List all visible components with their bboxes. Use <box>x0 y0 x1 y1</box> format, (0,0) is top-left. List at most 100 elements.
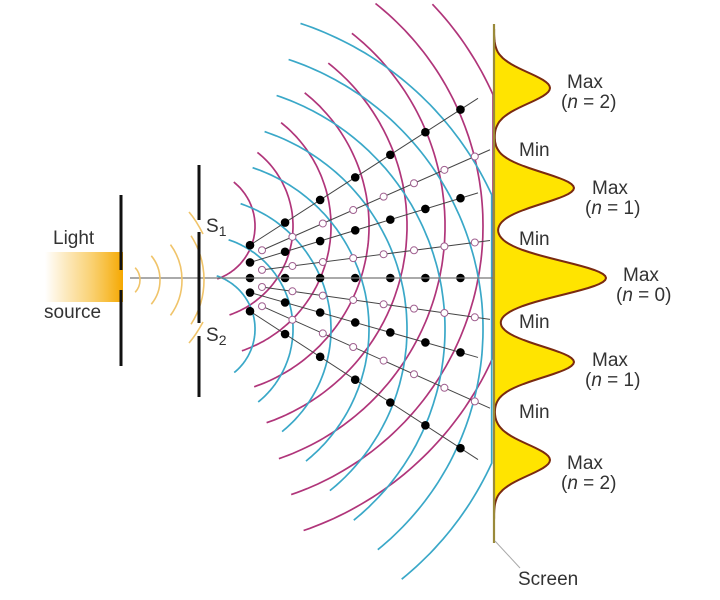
wavefront-s2 <box>240 202 332 433</box>
destructive-point <box>410 179 418 188</box>
destructive-point <box>470 397 479 406</box>
s2-label: S2 <box>206 325 227 348</box>
fringe-order: (n = 1) <box>585 370 640 391</box>
destructive-point <box>349 254 358 263</box>
s2-letter: S <box>206 325 219 346</box>
slit-s1-arc <box>188 211 204 235</box>
intensity-profile <box>493 29 608 522</box>
light-source-glow <box>45 252 123 302</box>
constructive-point <box>315 195 325 205</box>
order-value: = 2) <box>578 92 617 113</box>
wavefront-s1 <box>253 92 370 388</box>
screen-leader-line <box>494 540 521 569</box>
destructive-point <box>470 152 479 161</box>
fringe-order: (n = 2) <box>561 92 616 113</box>
fringe-max-n1-bottom: Max (n = 1) <box>585 350 640 391</box>
s1-label: S1 <box>206 216 227 239</box>
fringe-guide-line <box>261 149 491 251</box>
s1-letter: S <box>206 216 219 237</box>
destructive-point <box>288 232 297 241</box>
fringe-label: Max <box>592 178 628 199</box>
order-value: = 0) <box>633 285 672 306</box>
destructive-point <box>440 165 449 174</box>
wave-fronts <box>216 2 494 580</box>
constructive-point <box>421 421 430 430</box>
fringe-max-n2-top: Max (n = 2) <box>561 72 616 113</box>
wavefront-s2 <box>228 238 294 403</box>
constructive-point <box>386 215 395 224</box>
order-value: = 1) <box>602 370 641 391</box>
wavefront-s1 <box>216 181 256 280</box>
paren: ( <box>561 473 568 494</box>
light-label: Light <box>53 228 95 249</box>
destructive-point <box>318 291 327 300</box>
n-symbol: n <box>591 370 602 391</box>
fringe-min-1: Min <box>519 140 550 161</box>
paren: ( <box>561 92 568 113</box>
constructive-point <box>280 329 290 339</box>
constructive-point <box>456 105 465 114</box>
destructive-point <box>258 246 266 255</box>
constructive-point <box>421 204 430 214</box>
constructive-point <box>315 352 325 362</box>
constructive-point <box>386 150 395 160</box>
source-label: source <box>44 302 101 323</box>
wavefront-s1 <box>278 32 446 460</box>
constructive-point <box>456 443 465 453</box>
incident-wavefront-arc <box>134 267 141 293</box>
order-value: = 2) <box>578 473 617 494</box>
fringe-label: Max <box>623 265 659 286</box>
constructive-point <box>280 247 290 257</box>
fringe-max-n0: Max (n = 0) <box>616 265 671 306</box>
paren: ( <box>616 285 623 306</box>
destructive-point <box>379 356 388 365</box>
fringe-max-n1-top: Max (n = 1) <box>585 178 640 219</box>
wavefront-s1 <box>266 62 408 424</box>
constructive-point <box>245 288 255 297</box>
constructive-point <box>386 398 395 407</box>
fringe-order: (n = 0) <box>616 285 671 306</box>
wavefront-s1 <box>241 121 332 352</box>
constructive-point <box>350 173 360 182</box>
incident-wavefront-arc <box>150 255 161 305</box>
destructive-point <box>258 265 266 274</box>
fringe-label: Max <box>567 72 603 93</box>
wavefront-s1 <box>303 3 494 532</box>
destructive-point <box>349 295 358 304</box>
constructive-point <box>315 236 325 246</box>
destructive-point <box>318 219 327 228</box>
constructive-point <box>421 338 430 347</box>
destructive-point <box>318 258 327 267</box>
constructive-point <box>280 298 290 307</box>
incident-wavefront-arc <box>169 244 183 316</box>
destructive-point <box>288 315 297 324</box>
fringe-min-4: Min <box>519 402 550 423</box>
destructive-point <box>288 287 297 296</box>
wavefront-s2 <box>216 275 256 374</box>
n-symbol: n <box>591 198 602 219</box>
fringe-min-2: Min <box>519 229 550 250</box>
slit-s2-arc <box>188 321 204 344</box>
constructive-point <box>350 318 360 327</box>
destructive-point <box>410 246 418 255</box>
constructive-point <box>245 306 255 316</box>
wavefront-s1 <box>290 2 484 496</box>
destructive-point <box>440 383 449 392</box>
fringe-guide-line <box>261 240 491 271</box>
fringe-guide-line <box>261 286 491 320</box>
destructive-point <box>318 329 327 338</box>
destructive-point <box>470 238 479 247</box>
screen-label: Screen <box>518 569 578 590</box>
interference-points <box>245 105 479 453</box>
constructive-point <box>350 226 360 235</box>
destructive-point <box>440 242 449 251</box>
constructive-point <box>280 218 290 227</box>
destructive-point <box>379 250 388 259</box>
fringe-order: (n = 2) <box>561 473 616 494</box>
destructive-point <box>379 300 388 309</box>
wavefront-s1 <box>229 151 294 316</box>
fringe-label: Max <box>567 453 603 474</box>
order-value: = 1) <box>602 198 641 219</box>
s2-subscript: 2 <box>219 332 227 348</box>
